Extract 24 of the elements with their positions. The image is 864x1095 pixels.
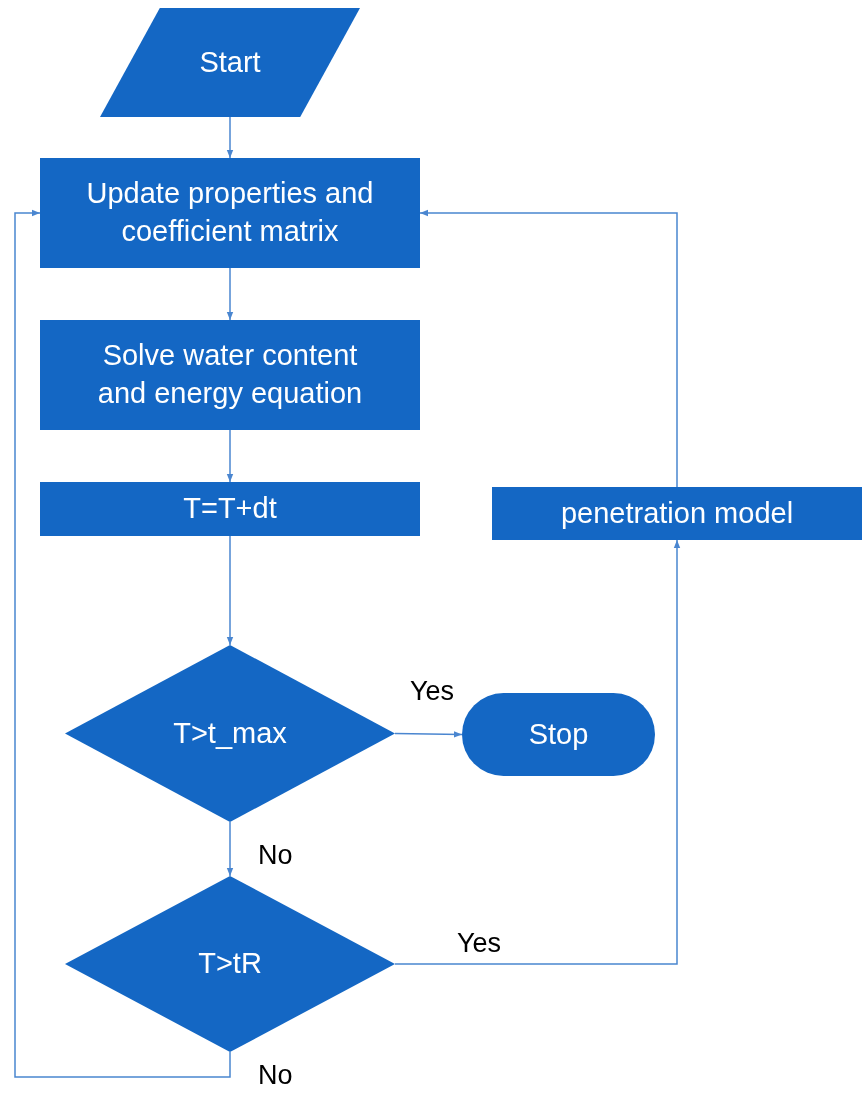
start-parallelogram (100, 8, 360, 117)
node-text: T>tR (197, 946, 263, 982)
decision-diamond (65, 645, 395, 822)
process-box (492, 487, 862, 540)
arrow (226, 821, 234, 877)
process-box (40, 482, 420, 536)
process-box (40, 158, 420, 268)
node-text: Solve water content and energy equation (96, 338, 364, 411)
arrow (394, 731, 463, 738)
arrow (394, 539, 681, 965)
decision-diamond (65, 876, 395, 1052)
arrow (419, 209, 678, 488)
arrow (226, 267, 234, 321)
arrow (14, 209, 231, 1078)
arrow (226, 535, 234, 646)
process-box (40, 320, 420, 430)
node-text: T=T+dt (182, 491, 278, 527)
node-text: penetration model (559, 495, 795, 531)
node-text: Update properties and coefficient matrix (85, 176, 375, 249)
arrow (226, 429, 234, 483)
node-text: Start (198, 44, 262, 80)
node-text: Stop (527, 716, 590, 752)
node-text: T>t_max (172, 715, 288, 751)
arrow (226, 116, 234, 159)
